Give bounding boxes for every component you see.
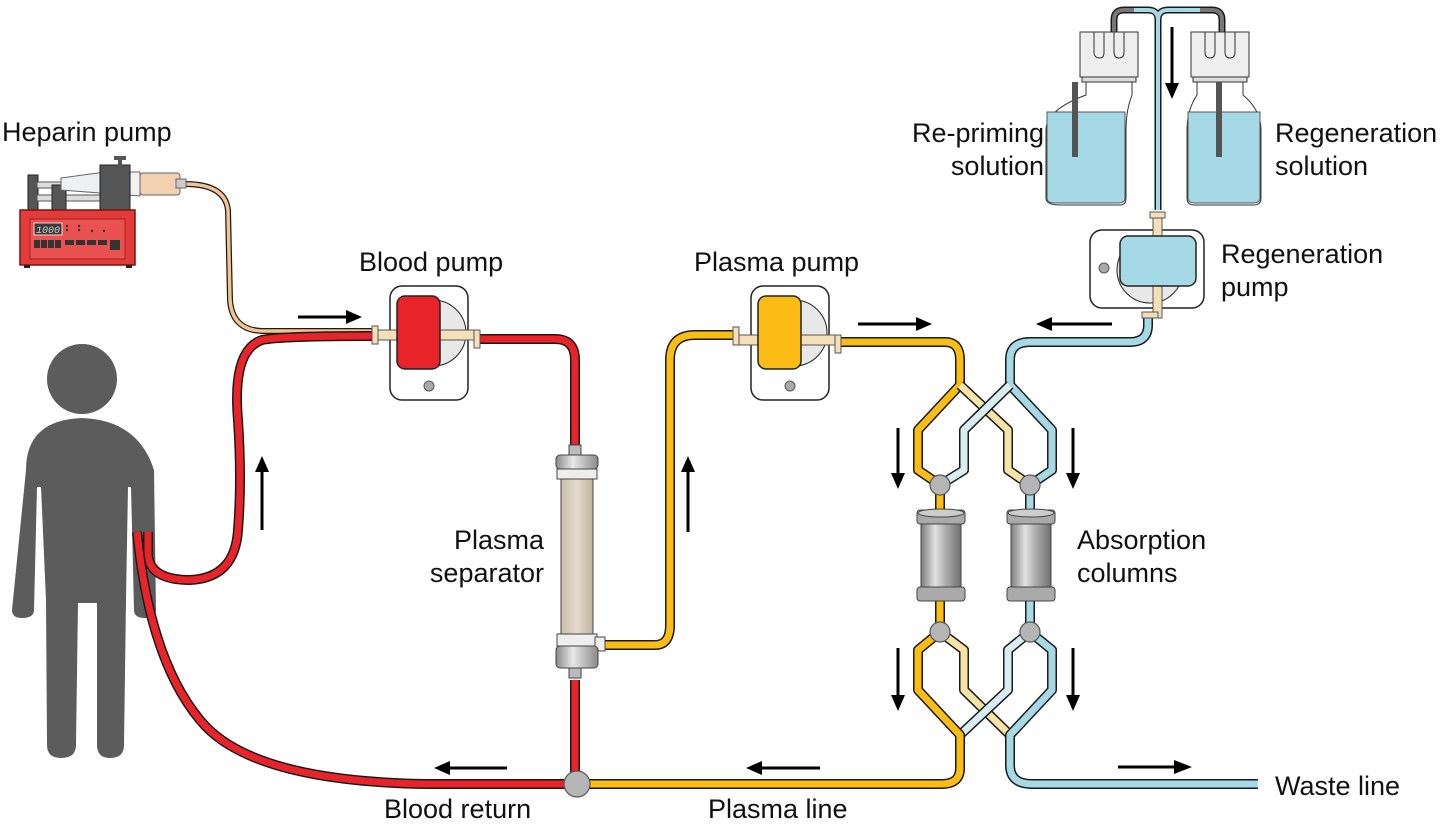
- label-regen-pump-line2: pump: [1221, 272, 1289, 302]
- junction-top-right: [1019, 474, 1041, 496]
- label-plasma-separator-line1: Plasma: [454, 525, 545, 555]
- arrow-down-icon: [1066, 428, 1080, 489]
- label-blood-return: Blood return: [384, 794, 531, 824]
- patient-head: [47, 344, 117, 414]
- heparin-display: 1000: [36, 226, 60, 237]
- label-blood-pump: Blood pump: [359, 247, 503, 277]
- label-plasma-pump: Plasma pump: [694, 247, 859, 277]
- regeneration-solution-bottle: [1186, 31, 1262, 206]
- arrow-up-icon: [681, 456, 695, 532]
- label-re-priming-line2: solution: [951, 151, 1044, 181]
- junction-bottom-right: [1019, 621, 1041, 643]
- regeneration-pump: [1089, 211, 1205, 319]
- absorption-column-left: [916, 508, 966, 602]
- arrow-down-icon: [1165, 27, 1179, 99]
- label-plasma-separator-line2: separator: [430, 558, 544, 588]
- arrow-down-icon: [891, 648, 905, 711]
- label-waste-line: Waste line: [1275, 771, 1400, 801]
- label-absorption-line1: Absorption: [1077, 525, 1206, 555]
- plasma-separator: [555, 444, 606, 679]
- arrow-down-icon: [891, 428, 905, 489]
- re-priming-bottle: [1045, 31, 1139, 206]
- junctions: [563, 474, 1041, 798]
- columns-out-lines: [585, 628, 1258, 789]
- junction-top-left: [929, 474, 951, 496]
- plasma-pump-head: [757, 295, 802, 370]
- absorption-column-right: [1006, 508, 1056, 602]
- label-absorption-line2: columns: [1077, 558, 1178, 588]
- label-plasma-line: Plasma line: [708, 794, 848, 824]
- arrow-right-icon: [1118, 760, 1192, 774]
- arrow-left-icon: [434, 761, 507, 775]
- label-regen-solution-line1: Regeneration: [1275, 118, 1437, 148]
- arrow-left-icon: [1036, 317, 1112, 331]
- blood-pump-head: [396, 295, 441, 370]
- label-heparin-pump: Heparin pump: [2, 117, 172, 147]
- patient-body: [12, 418, 156, 758]
- regen-branch-left: [937, 381, 1014, 490]
- heparin-line: [184, 181, 375, 334]
- arrow-left-icon: [746, 761, 820, 775]
- blood-pump: [371, 285, 481, 401]
- heparin-pump: 1000: [19, 156, 187, 268]
- arrow-up-icon: [255, 456, 269, 530]
- blood-inflow-line: [143, 331, 376, 585]
- arrow-right-icon: [298, 310, 362, 324]
- label-re-priming-line1: Re-priming: [912, 118, 1044, 148]
- blood-return-line: [132, 531, 565, 789]
- arrow-down-icon: [1066, 648, 1080, 711]
- junction-return: [563, 770, 591, 798]
- patient-figure: [12, 344, 156, 758]
- plasma-to-columns-line: [840, 337, 965, 490]
- blood-to-separator-line: [480, 334, 580, 450]
- junction-bottom-left: [929, 621, 951, 643]
- regeneration-pump-head: [1119, 235, 1197, 287]
- arrow-right-icon: [858, 317, 932, 331]
- label-regen-solution-line2: solution: [1275, 151, 1368, 181]
- label-regen-pump-line1: Regeneration: [1221, 239, 1383, 269]
- plasma-to-pump-line: [605, 330, 738, 650]
- plasma-pump: [732, 285, 842, 401]
- regen-to-columns-line: [1005, 318, 1153, 490]
- solution-lines: [1110, 6, 1226, 210]
- flow-arrows: [255, 27, 1192, 775]
